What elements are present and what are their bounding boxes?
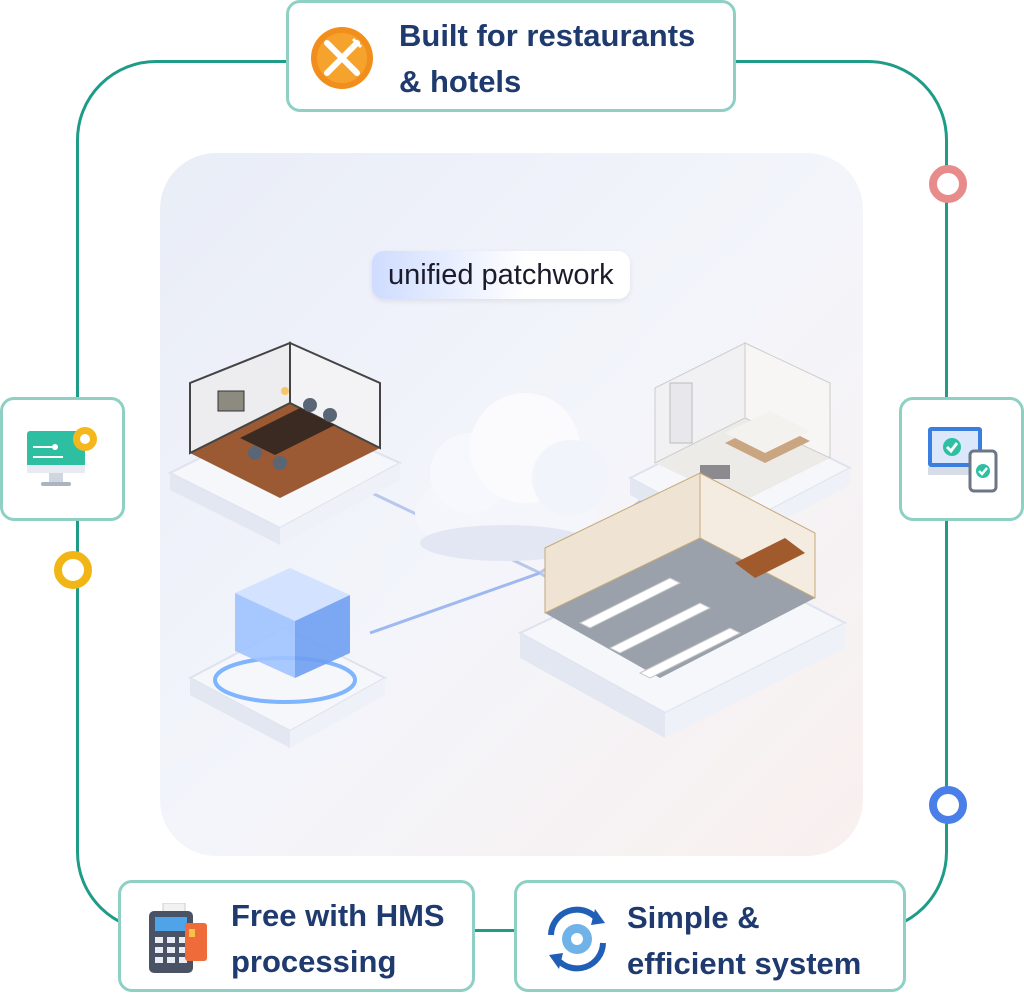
feature-card-simple: Simple & efficient system: [514, 880, 906, 992]
restaurants-label-line2: & hotels: [399, 64, 522, 99]
ballroom-hall: [517, 472, 848, 738]
simple-label-line2: efficient system: [627, 946, 862, 981]
isometric-scene: [167, 341, 853, 748]
ring-dot-blue: [929, 786, 967, 824]
feature-card-devices: [899, 397, 1024, 521]
gear-sync-icon: [539, 901, 615, 982]
restaurants-label-line1: Built for restaurants: [399, 18, 696, 53]
fork-knife-icon: [309, 25, 375, 91]
ring-dot-yellow: [54, 551, 92, 589]
hms-label-line2: processing: [231, 944, 397, 979]
simple-label-line1: Simple &: [627, 900, 760, 935]
unified-system-illustration: unified patchwork: [160, 153, 863, 856]
restaurant-room: [167, 341, 403, 545]
monitor-gear-icon: [23, 417, 103, 502]
hms-label-line1: Free with HMS: [231, 898, 445, 933]
feature-card-hms: Free with HMS processing: [118, 880, 475, 992]
unified-patchwork-badge: unified patchwork: [372, 251, 630, 299]
card-terminal-icon: [145, 902, 211, 980]
feature-card-restaurants: Built for restaurants & hotels: [286, 0, 736, 112]
devices-check-icon: [922, 417, 1002, 502]
data-cube: [187, 568, 388, 748]
ring-dot-red: [929, 165, 967, 203]
feature-card-monitor: [0, 397, 125, 521]
